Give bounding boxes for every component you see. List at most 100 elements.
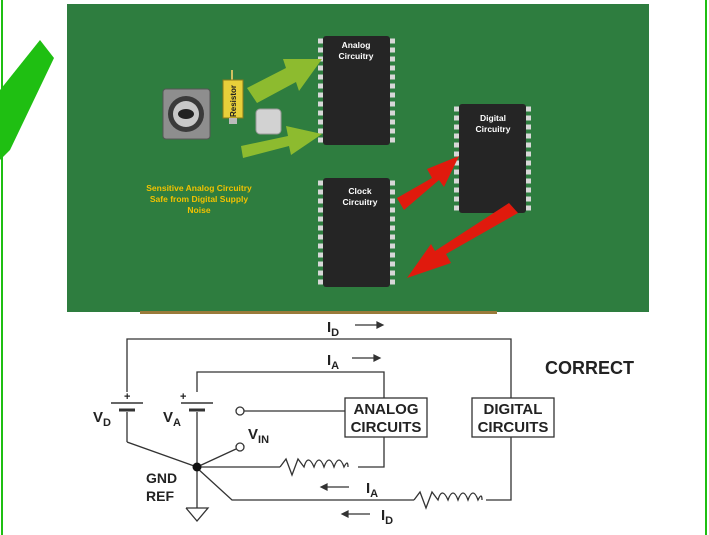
- clock-chip-body: [323, 178, 390, 287]
- clock-chip-pin: [318, 216, 323, 222]
- digital-chip-pin: [454, 205, 459, 211]
- va-label: VA: [163, 409, 181, 429]
- analog-chip-pin: [390, 101, 395, 107]
- analog-chip-pin: [390, 128, 395, 134]
- clock-chip-pin: [390, 207, 395, 213]
- battery-vd: [111, 402, 143, 412]
- analog-chip-pin: [318, 38, 323, 44]
- clock-chip-pin: [318, 279, 323, 285]
- analog-chip-label-line1: Analog: [342, 40, 371, 50]
- digital-chip-pin: [454, 196, 459, 202]
- clock-chip-pin: [390, 234, 395, 240]
- clock-chip-pin: [390, 279, 395, 285]
- clock-chip-pin: [318, 261, 323, 267]
- analog-chip-pin: [318, 128, 323, 134]
- digital-chip-pin: [454, 142, 459, 148]
- clock-chip-label-line2: Circuitry: [343, 197, 378, 207]
- digital-chip-pin: [454, 106, 459, 112]
- analog-chip-pin: [390, 56, 395, 62]
- clock-chip-pin: [390, 225, 395, 231]
- analog-return-impedance: [279, 457, 349, 477]
- clock-chip-pin: [318, 180, 323, 186]
- green-arrow-upper: [247, 59, 322, 103]
- pcb-edge: [140, 311, 497, 314]
- digital-circuits-box: [471, 397, 555, 438]
- vin-label: VIN: [248, 426, 269, 446]
- check-mark-icon: [0, 40, 54, 160]
- gnd-label-line2: REF: [146, 488, 174, 504]
- red-arrow-lower: [407, 203, 518, 278]
- digital-chip-pin: [526, 133, 531, 139]
- digital-chip-pin: [454, 124, 459, 130]
- analog-chip-pin: [390, 83, 395, 89]
- digital-chip-label-line1: Digital: [480, 113, 506, 123]
- digital-chip-pin: [454, 115, 459, 121]
- resistor-label: Resistor: [229, 85, 238, 117]
- digital-return-impedance: [413, 490, 483, 510]
- analog-box-line1: ANALOG: [354, 401, 419, 418]
- clock-chip-label-line1: Clock: [348, 186, 371, 196]
- clock-chip-pin: [318, 234, 323, 240]
- clock-chip-pin: [390, 243, 395, 249]
- analog-box-line2: CIRCUITS: [351, 419, 422, 436]
- annotation-line1: Sensitive Analog Circuitry: [146, 183, 252, 193]
- clock-chip-pin: [318, 189, 323, 195]
- clock-chip-pin: [318, 243, 323, 249]
- analog-chip-pin: [318, 83, 323, 89]
- red-arrow-upper: [397, 156, 459, 210]
- clock-chip: [318, 178, 395, 287]
- digital-chip-pin: [526, 151, 531, 157]
- clock-chip-pin: [390, 189, 395, 195]
- digital-chip-pin: [526, 142, 531, 148]
- clock-chip-pin: [390, 216, 395, 222]
- analog-chip-pin: [318, 92, 323, 98]
- digital-chip-pin: [454, 178, 459, 184]
- clock-chip-pin: [318, 270, 323, 276]
- clock-chip-pin: [318, 207, 323, 213]
- analog-chip-pin: [390, 110, 395, 116]
- analog-chip-pin: [390, 119, 395, 125]
- analog-chip-pin: [390, 38, 395, 44]
- clock-chip-pin: [318, 252, 323, 258]
- digital-chip-pin: [526, 169, 531, 175]
- analog-chip-label-line2: Circuitry: [339, 51, 374, 61]
- analog-chip: [318, 36, 395, 145]
- resistor-component: [222, 70, 244, 124]
- digital-box-line1: DIGITAL: [484, 401, 543, 418]
- annotation-line2: Safe from Digital Supply: [150, 194, 249, 204]
- clock-chip-pin: [390, 261, 395, 267]
- analog-chip-pin: [318, 110, 323, 116]
- annotation-line3: Noise: [187, 205, 210, 215]
- id-top-label: ID: [327, 319, 339, 339]
- digital-chip-pin: [526, 205, 531, 211]
- battery-va: [181, 402, 213, 412]
- digital-chip: [454, 104, 531, 213]
- current-arrows: [319, 321, 385, 518]
- id-bottom-label: ID: [381, 507, 393, 527]
- correct-title: CORRECT: [545, 358, 634, 378]
- analog-chip-pin: [390, 92, 395, 98]
- analog-chip-pin: [390, 74, 395, 80]
- ia-top-label: IA: [327, 352, 339, 372]
- schematic-wires: [126, 338, 512, 523]
- clock-chip-pin: [390, 180, 395, 186]
- digital-chip-pin: [526, 187, 531, 193]
- green-arrow-lower: [241, 126, 322, 158]
- vd-label: VD: [93, 409, 111, 429]
- digital-chip-body: [459, 104, 526, 213]
- digital-chip-pin: [526, 124, 531, 130]
- analog-chip-pin: [318, 47, 323, 53]
- ia-bottom-label: IA: [366, 480, 378, 500]
- gnd-label-line1: GND: [146, 470, 177, 486]
- digital-chip-label-line2: Circuitry: [476, 124, 511, 134]
- potentiometer-icon: [162, 88, 211, 140]
- analog-chip-pin: [318, 137, 323, 143]
- switch-terminal: [235, 442, 245, 452]
- clock-chip-pin: [318, 198, 323, 204]
- digital-chip-pin: [454, 187, 459, 193]
- digital-chip-pin: [526, 115, 531, 121]
- digital-chip-pin: [454, 133, 459, 139]
- digital-chip-pin: [526, 178, 531, 184]
- analog-chip-body: [323, 36, 390, 145]
